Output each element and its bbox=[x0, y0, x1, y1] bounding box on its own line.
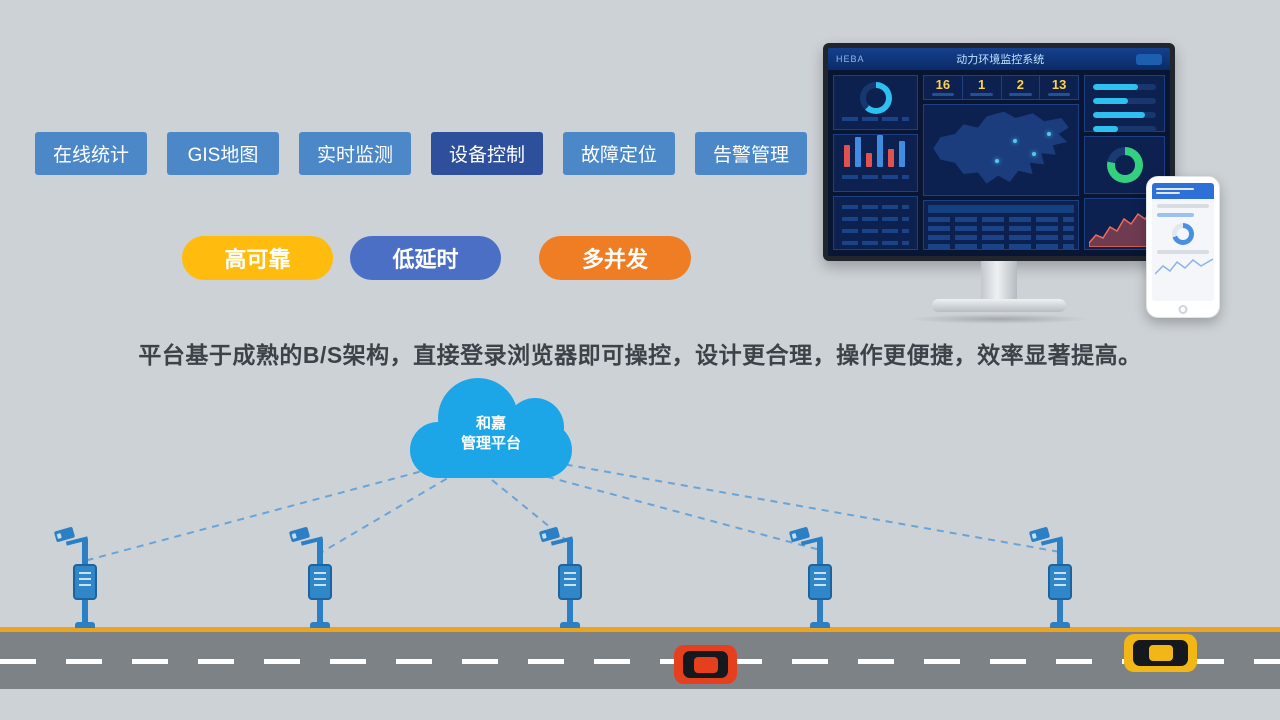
red-car bbox=[674, 645, 737, 684]
donut-chart bbox=[1106, 147, 1143, 183]
connection-line bbox=[321, 471, 459, 553]
phone-line-chart bbox=[1155, 258, 1213, 275]
pill-low-latency[interactable]: 低延时 bbox=[350, 236, 501, 280]
progress-bar bbox=[1093, 112, 1156, 118]
connection-line bbox=[539, 459, 1061, 553]
phone-screen bbox=[1152, 183, 1214, 301]
cloud-platform: 和嘉 管理平台 bbox=[410, 378, 572, 478]
phone-home-button bbox=[1178, 305, 1188, 314]
list-row bbox=[842, 217, 909, 221]
device-cabinet bbox=[308, 564, 332, 600]
car-roof bbox=[693, 656, 718, 673]
button-device-control[interactable]: 设备控制 bbox=[431, 132, 543, 175]
phone-donut-chart bbox=[1172, 223, 1194, 245]
dashboard-header: HEBA 动力环境监控系统 bbox=[828, 48, 1170, 70]
pill-high-reliability[interactable]: 高可靠 bbox=[182, 236, 333, 280]
monitor-stand-base bbox=[932, 299, 1066, 312]
stat-value: 1 bbox=[963, 76, 1002, 99]
area-chart bbox=[1089, 209, 1160, 247]
button-fault-location[interactable]: 故障定位 bbox=[563, 132, 675, 175]
feature-button-row: 在线统计 GIS地图 实时监测 设备控制 故障定位 告警管理 bbox=[35, 132, 807, 175]
dashboard-list-panel bbox=[833, 196, 918, 250]
phone-app-header bbox=[1152, 183, 1214, 199]
button-gis-map[interactable]: GIS地图 bbox=[167, 132, 279, 175]
dashboard-header-button bbox=[1136, 53, 1162, 65]
cloud-label: 和嘉 管理平台 bbox=[410, 414, 572, 454]
pole-foot bbox=[1050, 622, 1070, 628]
china-map-shape bbox=[933, 111, 1069, 184]
phone-text-bar bbox=[1157, 204, 1209, 208]
list-row bbox=[842, 241, 909, 245]
dashboard-logo: HEBA bbox=[836, 54, 865, 64]
table-row bbox=[928, 235, 1074, 240]
platform-description: 平台基于成熟的B/S架构，直接登录浏览器即可操控，设计更合理，操作更便捷，效率显… bbox=[138, 342, 1142, 368]
dashboard-progress-panel bbox=[1084, 75, 1165, 132]
pole-foot bbox=[560, 622, 580, 628]
monitor-frame: HEBA 动力环境监控系统 bbox=[823, 43, 1175, 261]
camera-pole-1 bbox=[53, 526, 116, 628]
cloud-shape bbox=[410, 422, 572, 478]
button-alarm-management[interactable]: 告警管理 bbox=[695, 132, 807, 175]
dashboard-table bbox=[923, 200, 1079, 250]
map-dot bbox=[1031, 151, 1036, 156]
connection-line bbox=[87, 464, 446, 561]
car-roof bbox=[1148, 645, 1173, 661]
dashboard-gauge-panel bbox=[833, 75, 918, 130]
table-header bbox=[928, 205, 1074, 213]
device-cabinet bbox=[73, 564, 97, 600]
device-cabinet bbox=[558, 564, 582, 600]
list-row bbox=[842, 229, 909, 233]
list-row bbox=[842, 205, 909, 209]
dashboard-china-map bbox=[923, 104, 1079, 196]
dashboard-donut-panel bbox=[1084, 136, 1165, 194]
phone-text-bar bbox=[1157, 250, 1209, 254]
bar-legend bbox=[842, 175, 909, 179]
progress-bar bbox=[1093, 98, 1156, 104]
dashboard-title: 动力环境监控系统 bbox=[956, 54, 1045, 66]
pole-foot bbox=[75, 622, 95, 628]
progress-bar bbox=[1093, 84, 1156, 90]
pole-foot bbox=[810, 622, 830, 628]
progress-bar bbox=[1093, 126, 1156, 132]
stat-value: 16 bbox=[924, 76, 963, 99]
cloud-label-line2: 管理平台 bbox=[460, 435, 521, 452]
map-dot bbox=[1013, 139, 1018, 144]
connection-line bbox=[491, 479, 573, 546]
gauge-legend bbox=[842, 117, 909, 121]
cloud-label-line1: 和嘉 bbox=[475, 415, 506, 432]
table-row bbox=[928, 244, 1074, 249]
monitor-stand-neck bbox=[981, 261, 1017, 299]
device-cabinet bbox=[1048, 564, 1072, 600]
bar-chart bbox=[834, 135, 917, 173]
table-row bbox=[928, 217, 1074, 222]
road bbox=[0, 627, 1280, 689]
yellow-car bbox=[1124, 634, 1197, 672]
map-dot bbox=[1047, 132, 1052, 136]
dashboard-stat-row: 16 1 2 13 bbox=[923, 75, 1079, 100]
camera-pole-4 bbox=[788, 526, 851, 628]
pill-multi-concurrency[interactable]: 多并发 bbox=[539, 236, 691, 280]
table-row bbox=[928, 226, 1074, 231]
dashboard-screen: HEBA 动力环境监控系统 bbox=[828, 48, 1170, 256]
stat-value: 13 bbox=[1040, 76, 1078, 99]
phone-text-bar bbox=[1157, 213, 1195, 217]
dashboard-bar-panel bbox=[833, 134, 918, 192]
map-dot bbox=[994, 159, 999, 163]
camera-pole-5 bbox=[1028, 526, 1091, 628]
camera-pole-3 bbox=[538, 526, 601, 628]
button-online-stats[interactable]: 在线统计 bbox=[35, 132, 147, 175]
button-realtime-monitor[interactable]: 实时监测 bbox=[299, 132, 411, 175]
camera-pole-2 bbox=[288, 526, 351, 628]
mobile-phone bbox=[1146, 176, 1220, 318]
stat-value: 2 bbox=[1002, 76, 1041, 99]
pole-foot bbox=[310, 622, 330, 628]
desktop-monitor: HEBA 动力环境监控系统 bbox=[823, 43, 1175, 324]
road-center-line bbox=[0, 659, 1280, 664]
device-cabinet bbox=[808, 564, 832, 600]
monitor-shadow bbox=[909, 314, 1089, 324]
gauge-chart bbox=[859, 82, 892, 114]
